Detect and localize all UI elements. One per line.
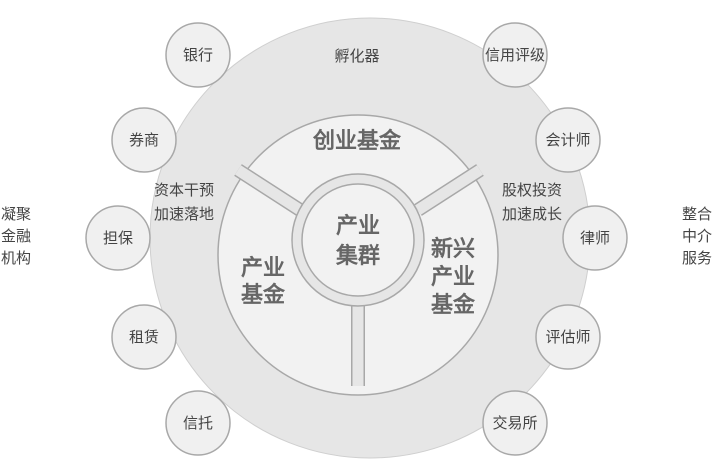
svg-text:信用评级: 信用评级 [485, 46, 545, 64]
sector-divider-left-fill [235, 165, 303, 215]
left-node-bank: 银行 [165, 22, 231, 88]
left-side-line3: 机构 [1, 249, 31, 267]
svg-text:券商: 券商 [129, 131, 159, 149]
svg-text:交易所: 交易所 [492, 414, 537, 432]
right-node-accountant: 会计师 [535, 107, 601, 173]
svg-text:担保: 担保 [103, 229, 133, 247]
left-node-trust: 信托 [165, 390, 231, 456]
right-node-exchange: 交易所 [482, 390, 548, 456]
svg-text:律师: 律师 [580, 229, 610, 247]
right-note-line2: 加速成长 [502, 205, 562, 223]
right-side-line2: 中介 [682, 227, 712, 245]
svg-text:租赁: 租赁 [129, 328, 159, 346]
sector-top-label: 创业基金 [312, 128, 402, 154]
center-ring-inner [301, 183, 415, 297]
right-node-credit-rating: 信用评级 [482, 22, 548, 88]
incubator-label: 孵化器 [334, 47, 379, 65]
sector-divider-right-fill [415, 165, 483, 215]
left-node-broker: 券商 [111, 107, 177, 173]
right-side-line1: 整合 [682, 205, 712, 223]
sector-left-line1: 产业 [241, 256, 285, 281]
left-side-line2: 金融 [1, 227, 31, 245]
svg-text:会计师: 会计师 [545, 131, 590, 149]
sector-right-line3: 基金 [431, 292, 476, 318]
right-side-line3: 服务 [682, 249, 712, 267]
right-node-appraiser: 评估师 [535, 304, 601, 370]
sector-right-line1: 新兴 [431, 236, 475, 262]
right-node-lawyer: 律师 [562, 205, 628, 271]
right-note-line1: 股权投资 [502, 181, 562, 199]
svg-text:信托: 信托 [183, 414, 213, 432]
center-label-line1: 产业 [336, 214, 380, 239]
left-note-line2: 加速落地 [154, 205, 214, 223]
left-node-guarantee: 担保 [85, 205, 151, 271]
left-note-line1: 资本干预 [154, 181, 214, 199]
center-label-line2: 集群 [335, 243, 380, 269]
svg-text:银行: 银行 [183, 46, 213, 64]
svg-text:评估师: 评估师 [545, 328, 590, 346]
sector-left-line2: 基金 [241, 282, 286, 308]
left-node-leasing: 租赁 [111, 304, 177, 370]
left-side-line1: 凝聚 [1, 205, 31, 223]
sector-right-line2: 产业 [431, 265, 475, 290]
